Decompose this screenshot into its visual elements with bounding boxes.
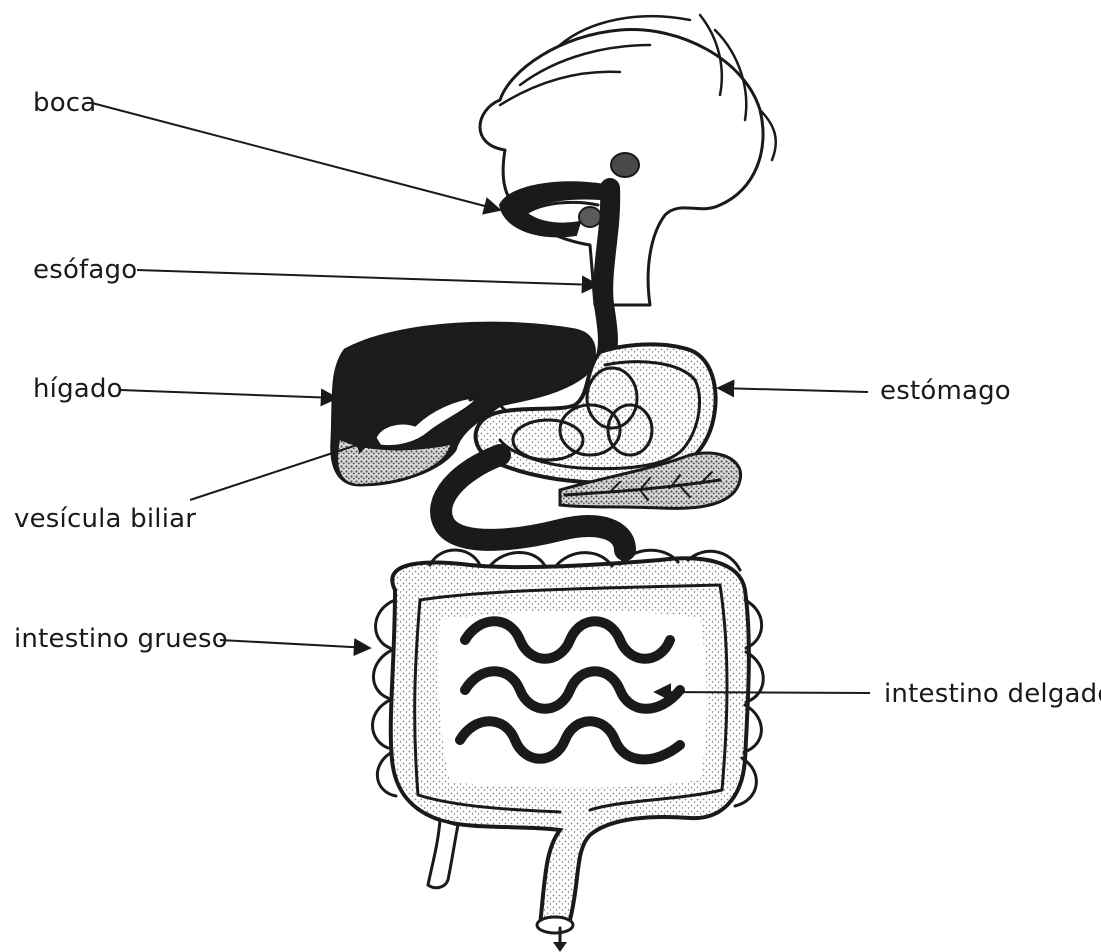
label-higado: hígado	[33, 376, 123, 402]
salivary-gland	[611, 153, 639, 177]
leader-delgado	[655, 692, 870, 693]
head	[480, 15, 776, 305]
leader-esofago	[137, 270, 598, 285]
label-boca: boca	[33, 90, 96, 116]
leader-grueso	[220, 640, 370, 648]
esophagus	[603, 188, 610, 360]
label-estomago: estómago	[880, 378, 1011, 404]
tonsil	[579, 207, 601, 227]
hair	[500, 15, 776, 160]
label-intestino-grueso: intestino grueso	[14, 626, 228, 652]
leader-higado	[120, 390, 337, 398]
label-esofago: esófago	[33, 257, 137, 283]
label-intestino-delgado: intestino delgado	[884, 681, 1101, 707]
leader-boca	[92, 103, 500, 210]
leader-estomago	[718, 388, 868, 392]
small-intestine	[438, 611, 706, 787]
label-vesicula-biliar: vesícula biliar	[14, 506, 196, 532]
